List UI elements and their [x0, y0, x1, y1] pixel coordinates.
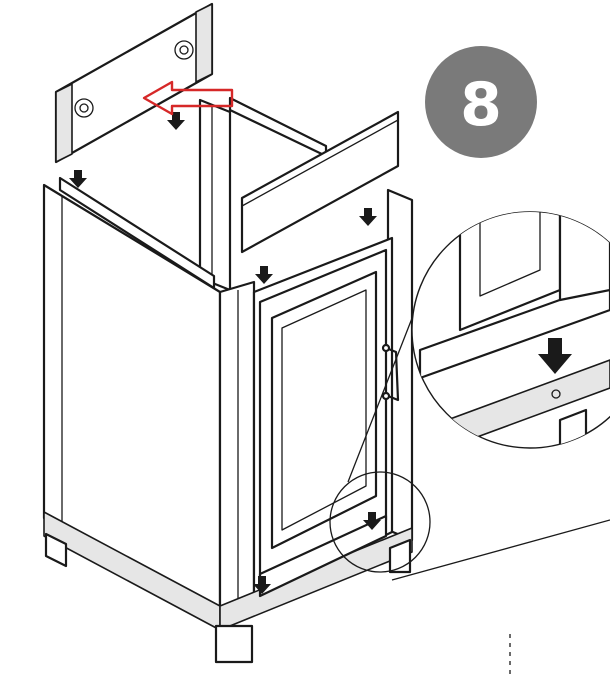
down-arrow	[363, 512, 381, 530]
rear-top-panel	[54, 2, 214, 164]
leg-front-right	[388, 538, 412, 574]
cam-hole-left	[74, 98, 94, 118]
door-glass-frame	[270, 270, 378, 550]
down-arrow	[253, 576, 271, 594]
down-arrow	[69, 170, 87, 188]
door-glass	[281, 289, 367, 531]
back-panel-piece	[54, 2, 214, 164]
step-number-circle	[425, 46, 537, 158]
insert-arrows	[69, 112, 381, 594]
down-arrow	[167, 112, 185, 130]
door	[258, 248, 400, 598]
front-left-post	[218, 280, 256, 614]
front-top-panel	[240, 110, 400, 254]
left-top-rail	[58, 176, 216, 290]
slide-direction-arrow	[142, 80, 234, 116]
step-number: 8	[460, 70, 502, 140]
magnify-source-circle	[329, 471, 431, 573]
leg-back-left	[44, 532, 68, 568]
door-handle	[384, 346, 400, 402]
rear-post	[198, 98, 232, 292]
down-arrow	[255, 266, 273, 284]
cam-hole-right	[174, 40, 194, 60]
rear-top-rail	[228, 96, 328, 158]
leg-front-left	[214, 624, 254, 664]
down-arrow	[359, 208, 377, 226]
front-panel-piece	[240, 110, 400, 254]
detail-bottom-rail	[418, 280, 610, 380]
detail-down-arrow	[538, 338, 572, 374]
step-badge: 8	[425, 46, 537, 158]
